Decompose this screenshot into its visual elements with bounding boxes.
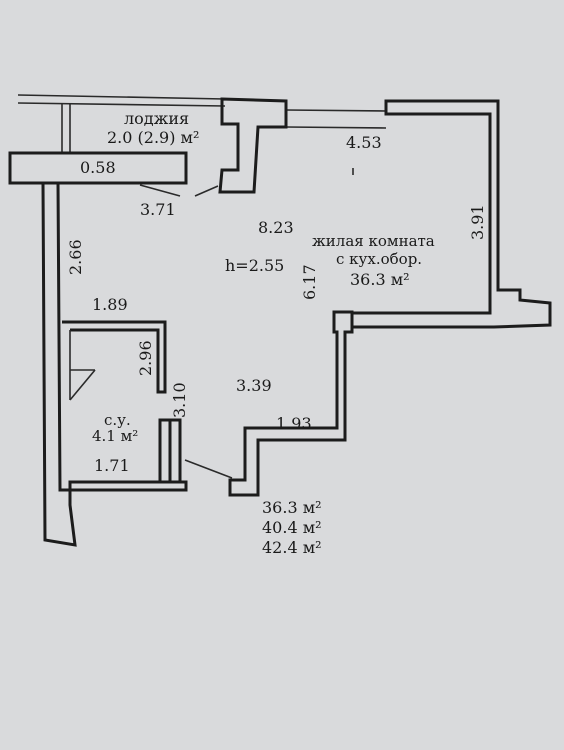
total-living-area: 36.3 м² (262, 498, 322, 517)
wall-bar (8, 151, 188, 185)
total-area: 40.4 м² (262, 518, 322, 537)
dim-1-89: 1.89 (92, 295, 128, 314)
dim-2-66: 2.66 (66, 239, 85, 275)
bathroom-area: 4.1 м² (92, 427, 139, 445)
loggia-wall-block (218, 97, 288, 194)
dim-3-71: 3.71 (140, 200, 176, 219)
dim-3-10: 3.10 (170, 382, 189, 418)
dim-0-58: 0.58 (80, 158, 116, 177)
ceiling-height: h=2.55 (225, 256, 285, 275)
dim-2-96: 2.96 (136, 340, 155, 376)
dim-1-71: 1.71 (94, 456, 130, 475)
loggia-area: 2.0 (2.9) м² (107, 128, 200, 147)
loggia-outline (17, 94, 387, 152)
bathroom-name: с.у. (104, 411, 131, 429)
dim-1-93: 1.93 (276, 414, 312, 433)
leader-lines (139, 168, 354, 479)
living-room-name-line2: с кух.обор. (336, 250, 423, 268)
dim-6-17: 6.17 (300, 264, 319, 300)
living-room-name-line1: жилая комната (312, 232, 435, 250)
loggia-name: лоджия (124, 109, 190, 128)
exterior-wall-left (41, 181, 188, 547)
living-room-area: 36.3 м² (350, 270, 410, 289)
dim-4-53: 4.53 (346, 133, 382, 152)
total-area-with-loggia: 42.4 м² (262, 538, 322, 557)
dim-3-91: 3.91 (468, 204, 487, 240)
dim-8-23: 8.23 (258, 218, 294, 237)
exterior-wall-right (350, 99, 552, 329)
bathroom-walls (62, 320, 182, 484)
dim-3-39: 3.39 (236, 376, 272, 395)
stepped-inner-wall (228, 310, 354, 497)
